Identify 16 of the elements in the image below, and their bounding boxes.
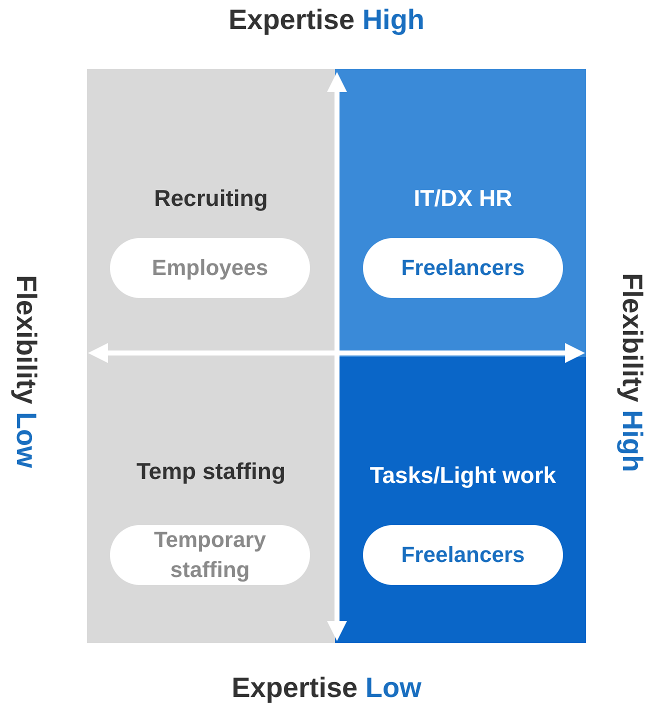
- axis-label: Flexibility High: [616, 273, 648, 472]
- quadrant-panel: [335, 69, 586, 357]
- quadrant-heading: Temp staffing: [135, 458, 287, 485]
- quadrant-heading: IT/DX HR: [412, 185, 514, 212]
- category-pill: Employees: [110, 238, 310, 298]
- quadrant-heading: Recruiting: [153, 185, 269, 212]
- quadrant-heading: Tasks/Light work: [368, 462, 558, 489]
- category-pill: Temporary staffing: [110, 525, 310, 585]
- axis-label: Flexibility Low: [10, 275, 42, 468]
- quadrant-panel: [87, 69, 335, 353]
- category-pill: Freelancers: [363, 238, 563, 298]
- axis-label: Expertise High: [227, 4, 426, 36]
- axis-label: Expertise Low: [230, 672, 422, 704]
- quadrant-panel: [335, 357, 586, 643]
- category-pill: Freelancers: [363, 525, 563, 585]
- quadrant-panel: [87, 353, 335, 643]
